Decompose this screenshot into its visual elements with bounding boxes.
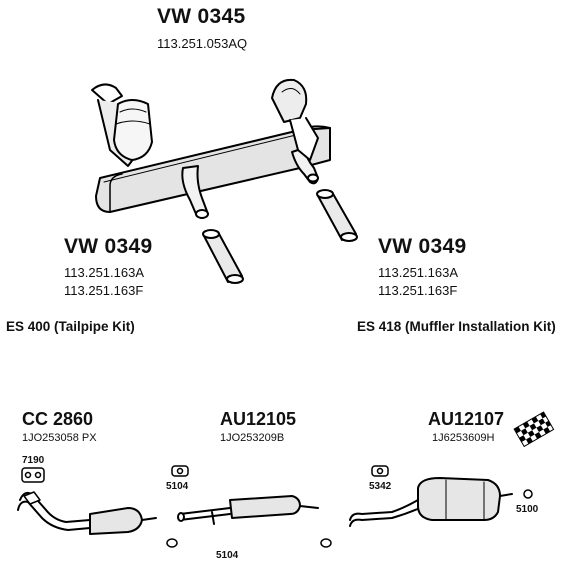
bottom-part-3-ref: 1J6253609H bbox=[432, 432, 495, 444]
kit-right-label: ES 418 (Muffler Installation Kit) bbox=[357, 319, 556, 334]
catalytic-converter-drawing bbox=[17, 491, 157, 535]
tailpipe-left-drawing bbox=[202, 229, 244, 284]
kit-left-label: ES 400 (Tailpipe Kit) bbox=[6, 319, 135, 334]
bottom-part-2-ref: 1JO253209B bbox=[220, 432, 285, 444]
bottom-part-2-code: AU12105 bbox=[220, 409, 297, 429]
bottom-part-1-code: CC 2860 bbox=[22, 409, 94, 429]
checkered-flag-icon bbox=[513, 411, 555, 448]
top-part-code: VW 0345 bbox=[157, 5, 246, 28]
right-part-ref-1: 113.251.163A bbox=[378, 265, 458, 280]
ring-drawing bbox=[523, 489, 533, 499]
gasket-drawing bbox=[21, 467, 45, 483]
middle-muffler-drawing bbox=[177, 495, 319, 525]
right-part-ref-2: 113.251.163F bbox=[378, 283, 458, 298]
clamp-a-drawing bbox=[166, 538, 332, 548]
left-part-ref-1: 113.251.163A bbox=[64, 265, 144, 280]
main-muffler-drawing bbox=[91, 78, 331, 219]
left-part-ref-2: 113.251.163F bbox=[64, 283, 144, 298]
top-part-ref: 113.251.053AQ bbox=[157, 36, 248, 51]
ring-label: 5100 bbox=[516, 504, 539, 515]
hanger-a-drawing bbox=[171, 465, 189, 477]
left-part-code: VW 0349 bbox=[64, 235, 153, 258]
rear-muffler-drawing bbox=[349, 477, 513, 527]
clamp-a-label: 5104 bbox=[216, 550, 239, 561]
right-part-code: VW 0349 bbox=[378, 235, 467, 258]
hanger-b-drawing bbox=[371, 465, 389, 477]
gasket-label: 7190 bbox=[22, 455, 45, 466]
bottom-part-3-code: AU12107 bbox=[428, 409, 505, 429]
bottom-part-1-ref: 1JO253058 PX bbox=[22, 432, 97, 444]
hanger-a-label: 5104 bbox=[166, 481, 189, 492]
tailpipe-right-drawing bbox=[316, 189, 358, 242]
hanger-b-label: 5342 bbox=[369, 481, 392, 492]
